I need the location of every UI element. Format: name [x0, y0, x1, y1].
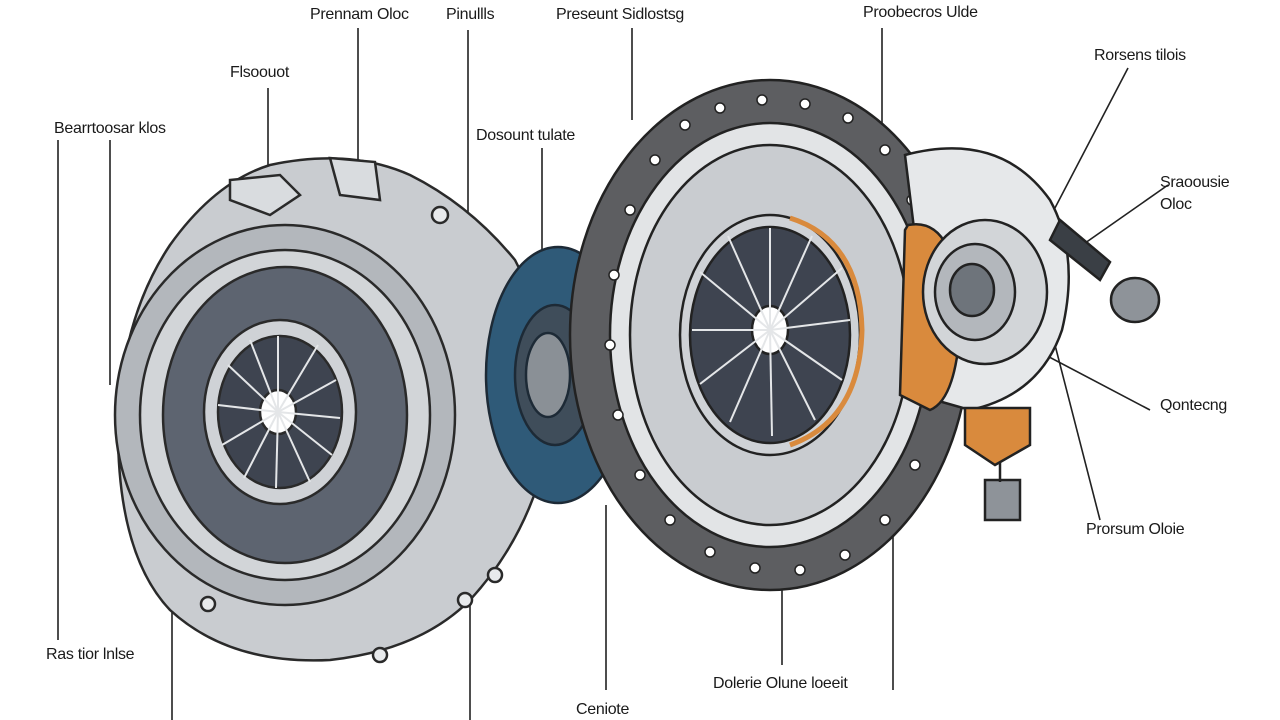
release-bearing [898, 147, 1161, 522]
label-ceniote: Ceniote [576, 701, 630, 718]
disc-springs [692, 228, 851, 437]
leader-lines [57, 28, 1169, 720]
label-rorsens-tilois: Rorsens tilois [1094, 47, 1186, 64]
label-sraoousie-oloc: Sraoousie Oloc [1160, 172, 1230, 216]
label-proobecros-ulde: Proobecros Ulde [863, 4, 978, 21]
label-prorsum-oloie: Prorsum Oloie [1086, 521, 1185, 538]
label-sraoousie-line1: Sraoousie [1160, 174, 1230, 191]
label-flsoouot: Flsoouot [230, 64, 289, 81]
pressure-plate [113, 156, 553, 664]
label-pinullls: Pinullls [446, 6, 495, 23]
label-ras-tior-lnlse: Ras tior lnlse [46, 646, 135, 663]
label-prennam-oloc: Prennam Oloc [310, 6, 409, 23]
disc-rivets [604, 94, 941, 576]
pressure-plate-fingers [217, 336, 341, 489]
label-bearrtoosar-klos: Bearrtoosar klos [54, 120, 166, 137]
label-sraoousie-line2: Oloc [1160, 196, 1192, 213]
label-dolerie-olune-loeeit: Dolerie Olune loeeit [713, 675, 848, 692]
label-preseunt-sidlostsg: Preseunt Sidlostsg [556, 6, 685, 23]
label-dosount-tulate: Dosount tulate [476, 127, 575, 144]
label-qontecng: Qontecng [1160, 397, 1227, 414]
